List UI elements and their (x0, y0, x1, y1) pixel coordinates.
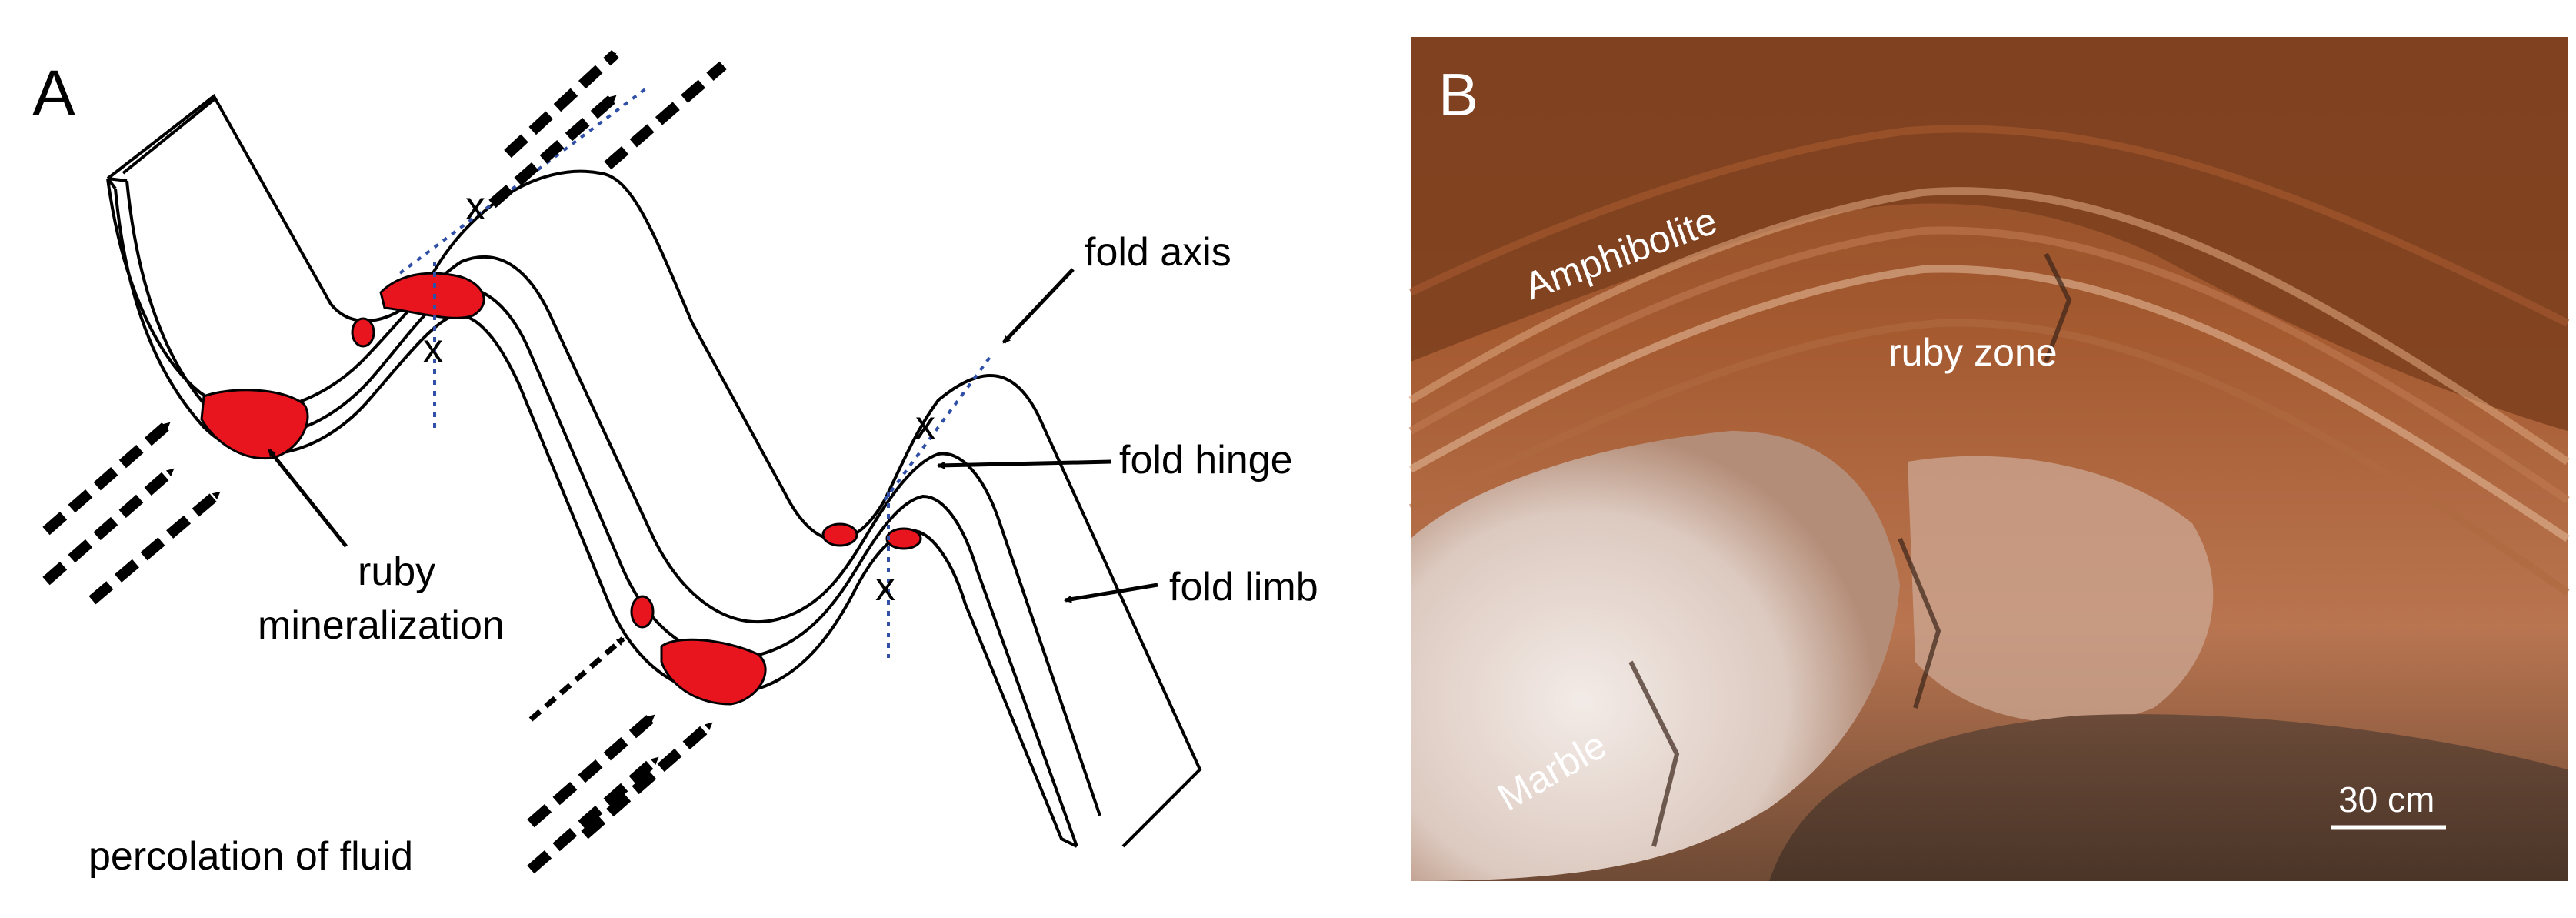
panel-a-letter: A (32, 57, 75, 129)
percolation-arrow (604, 61, 727, 170)
ruby-pod (351, 317, 375, 348)
axis-marker: x (465, 184, 485, 229)
ruby-pod (885, 527, 922, 550)
percolation-arrow (527, 753, 661, 874)
fold-axis-line (883, 352, 994, 502)
percolation-arrows (42, 49, 727, 874)
rubble (1769, 714, 2568, 881)
fold-axes (398, 87, 994, 658)
percolation-arrow (488, 92, 619, 209)
panel-b-photo: B Amphibolite ruby zone Marble 30 cm (1408, 37, 2570, 881)
fold-axis-arrow (1002, 268, 1075, 344)
fold-layer-upper (106, 178, 1101, 816)
ruby-pod (660, 638, 767, 706)
ruby-pod (821, 522, 858, 547)
scale-bar-label: 30 cm (2338, 779, 2434, 820)
percolation-arrow (504, 49, 619, 159)
ruby-pod (379, 272, 485, 319)
ruby-zone-label: ruby zone (1888, 331, 2058, 374)
fold-layer-middle (125, 180, 1078, 847)
percolation-arrow (527, 711, 658, 828)
rock-cracks (1628, 252, 2072, 847)
callout-arrows (268, 268, 1158, 603)
rock-banding (1408, 125, 2570, 596)
fold-sheet-front-edge (106, 97, 217, 190)
axis-marker: x (915, 403, 935, 448)
percolation-label: percolation of fluid (88, 834, 413, 879)
fold-layer-lower (107, 177, 1078, 848)
fold-limb-arrow (1064, 583, 1158, 603)
rock-upper-dark (1411, 37, 2568, 431)
ruby-pod (630, 595, 655, 629)
fold-limb-label: fold limb (1169, 565, 1318, 609)
axis-marker: x (423, 326, 443, 371)
percolation-arrow-thin (528, 636, 625, 722)
panel-b-letter: B (1438, 61, 1478, 129)
marble-block-right (1908, 456, 2214, 723)
fold-axis-label: fold axis (1085, 230, 1231, 275)
percolation-arrow (42, 419, 173, 536)
percolation-arrow (581, 719, 715, 840)
ruby-mineralization-label-line1: ruby (358, 549, 435, 594)
percolation-arrow (42, 465, 177, 586)
fold-hinge-arrow (937, 459, 1112, 469)
axis-marker: x (875, 565, 895, 609)
ruby-mineralization-label-line2: mineralization (258, 603, 505, 648)
ruby-mineralization-zones (200, 272, 922, 706)
percolation-arrow (88, 488, 223, 605)
marble-block (1411, 431, 1900, 881)
panel-a: A x x x x (32, 49, 1318, 879)
ruby-mineralization-arrow (268, 449, 348, 548)
fold-hinge-label: fold hinge (1119, 438, 1293, 482)
ruby-pod (200, 389, 309, 460)
